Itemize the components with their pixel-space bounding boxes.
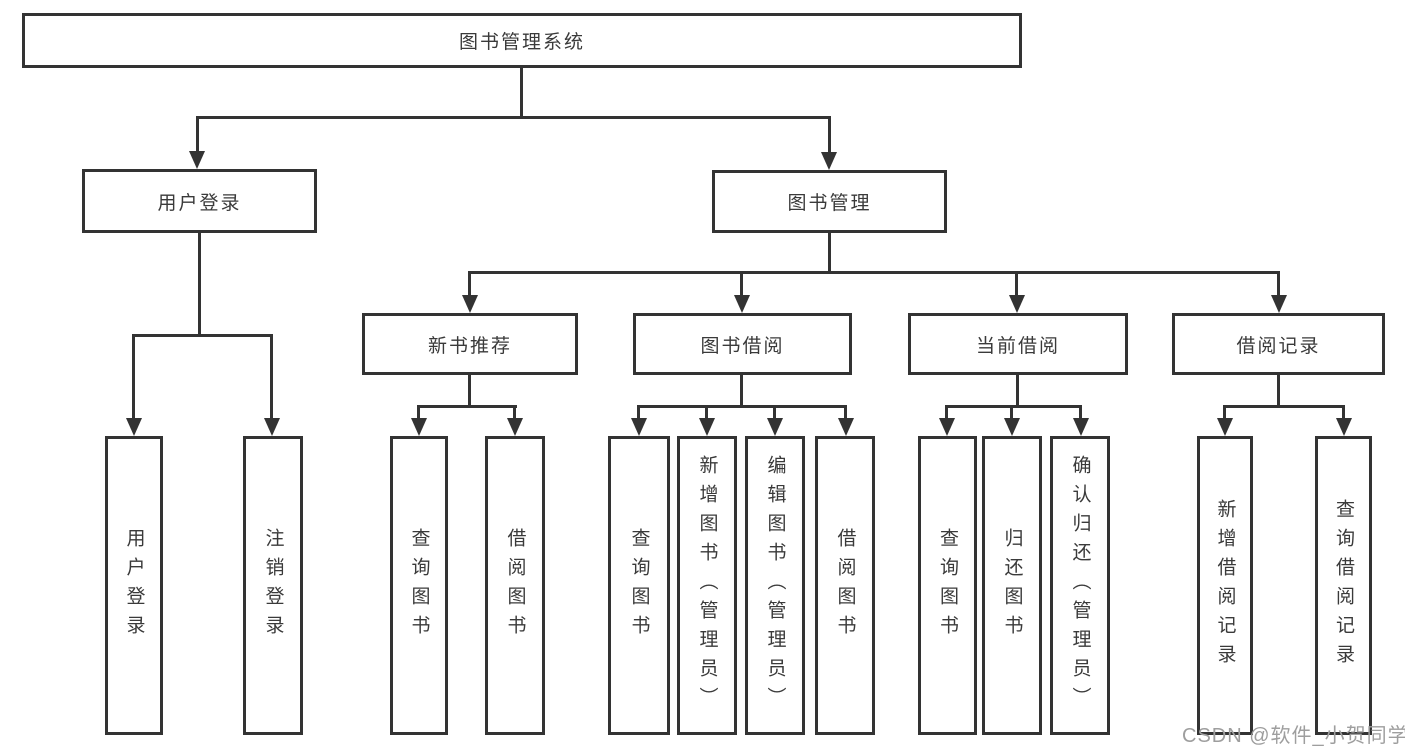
node-label: 图书借阅 [700, 335, 785, 357]
node-label: 当前借阅 [975, 335, 1060, 357]
arrowhead [631, 418, 647, 436]
connector-line [513, 405, 516, 419]
leaf-borrow-books-recommend: 借阅图书 [485, 436, 545, 735]
arrowhead [939, 418, 955, 436]
connector-line [705, 405, 708, 419]
connector-line [417, 405, 517, 408]
connector-line [844, 405, 847, 419]
arrowhead [1009, 295, 1025, 313]
arrowhead [1217, 418, 1233, 436]
node-current-borrow: 当前借阅 [908, 313, 1128, 375]
node-book-management: 图书管理 [712, 170, 947, 233]
arrowhead [838, 418, 854, 436]
node-label: 查询图书 [937, 527, 958, 644]
connector-line [468, 375, 471, 408]
node-label: 用户登录 [123, 527, 145, 644]
connector-line [1223, 405, 1345, 408]
connector-line [773, 405, 776, 419]
arrowhead [411, 418, 427, 436]
node-label: 借阅图书 [504, 527, 526, 644]
arrowhead [126, 418, 142, 436]
connector-line [132, 334, 135, 419]
node-label: 查询图书 [408, 527, 430, 644]
connector-line [1223, 405, 1226, 419]
node-label: 新增借阅记录 [1214, 498, 1236, 673]
arrowhead [1073, 418, 1089, 436]
node-label: 确认归还（管理员） [1069, 455, 1091, 716]
leaf-logout: 注销登录 [243, 436, 303, 735]
connector-line [1277, 375, 1280, 408]
node-label: 用户登录 [157, 192, 242, 214]
node-label: 新书推荐 [427, 335, 512, 357]
node-user-login: 用户登录 [82, 169, 317, 233]
arrowhead [767, 418, 783, 436]
connector-line [945, 405, 1082, 408]
watermark-text: CSDN @软件_小贺同学 [1182, 725, 1405, 747]
node-book-borrow: 图书借阅 [633, 313, 852, 375]
connector-line [132, 334, 273, 337]
connector-line [1277, 271, 1280, 297]
arrowhead [264, 418, 280, 436]
connector-line [1079, 405, 1082, 419]
leaf-borrow-books: 借阅图书 [815, 436, 875, 735]
connector-line [196, 116, 199, 153]
leaf-user-login: 用户登录 [105, 436, 163, 735]
node-new-book-recommend: 新书推荐 [362, 313, 578, 375]
node-label: 借阅记录 [1236, 335, 1321, 357]
connector-line [270, 334, 273, 419]
arrowhead [1271, 295, 1287, 313]
leaf-query-borrow-record: 查询借阅记录 [1315, 436, 1372, 735]
leaf-edit-book-admin: 编辑图书（管理员） [745, 436, 805, 735]
arrowhead [699, 418, 715, 436]
arrowhead [734, 295, 750, 313]
connector-line [198, 233, 201, 337]
connector-line [945, 405, 948, 419]
leaf-add-book-admin: 新增图书（管理员） [677, 436, 737, 735]
node-label: 借阅图书 [834, 527, 856, 644]
connector-line [1010, 405, 1013, 419]
connector-line [1015, 271, 1018, 297]
connector-line [740, 375, 743, 408]
connector-line [828, 233, 831, 273]
connector-line [637, 405, 847, 408]
node-label: 图书管理系统 [458, 32, 585, 53]
node-library-system: 图书管理系统 [22, 13, 1022, 68]
node-label: 注销登录 [262, 527, 284, 644]
connector-line [1342, 405, 1345, 419]
connector-line [196, 116, 831, 119]
arrowhead [189, 151, 205, 169]
node-borrow-records: 借阅记录 [1172, 313, 1385, 375]
arrowhead [507, 418, 523, 436]
leaf-query-books-borrow: 查询图书 [608, 436, 670, 735]
arrowhead [821, 152, 837, 170]
node-label: 查询图书 [628, 527, 650, 644]
connector-line [520, 68, 523, 118]
connector-line [417, 405, 420, 419]
arrowhead [1336, 418, 1352, 436]
connector-line [740, 271, 743, 297]
arrowhead [1004, 418, 1020, 436]
leaf-query-books-recommend: 查询图书 [390, 436, 448, 735]
leaf-return-book: 归还图书 [982, 436, 1042, 735]
connector-line [468, 271, 1280, 274]
leaf-add-borrow-record: 新增借阅记录 [1197, 436, 1253, 735]
node-label: 新增图书（管理员） [696, 455, 718, 716]
node-label: 图书管理 [787, 193, 872, 214]
connector-line [468, 271, 471, 297]
node-label: 查询借阅记录 [1333, 498, 1354, 673]
arrowhead [462, 295, 478, 313]
leaf-confirm-return-admin: 确认归还（管理员） [1050, 436, 1110, 735]
leaf-query-books-current: 查询图书 [918, 436, 977, 735]
connector-line [637, 405, 640, 419]
node-label: 编辑图书（管理员） [764, 455, 786, 716]
connector-line [828, 116, 831, 154]
connector-line [1016, 375, 1019, 408]
node-label: 归还图书 [1001, 527, 1023, 644]
